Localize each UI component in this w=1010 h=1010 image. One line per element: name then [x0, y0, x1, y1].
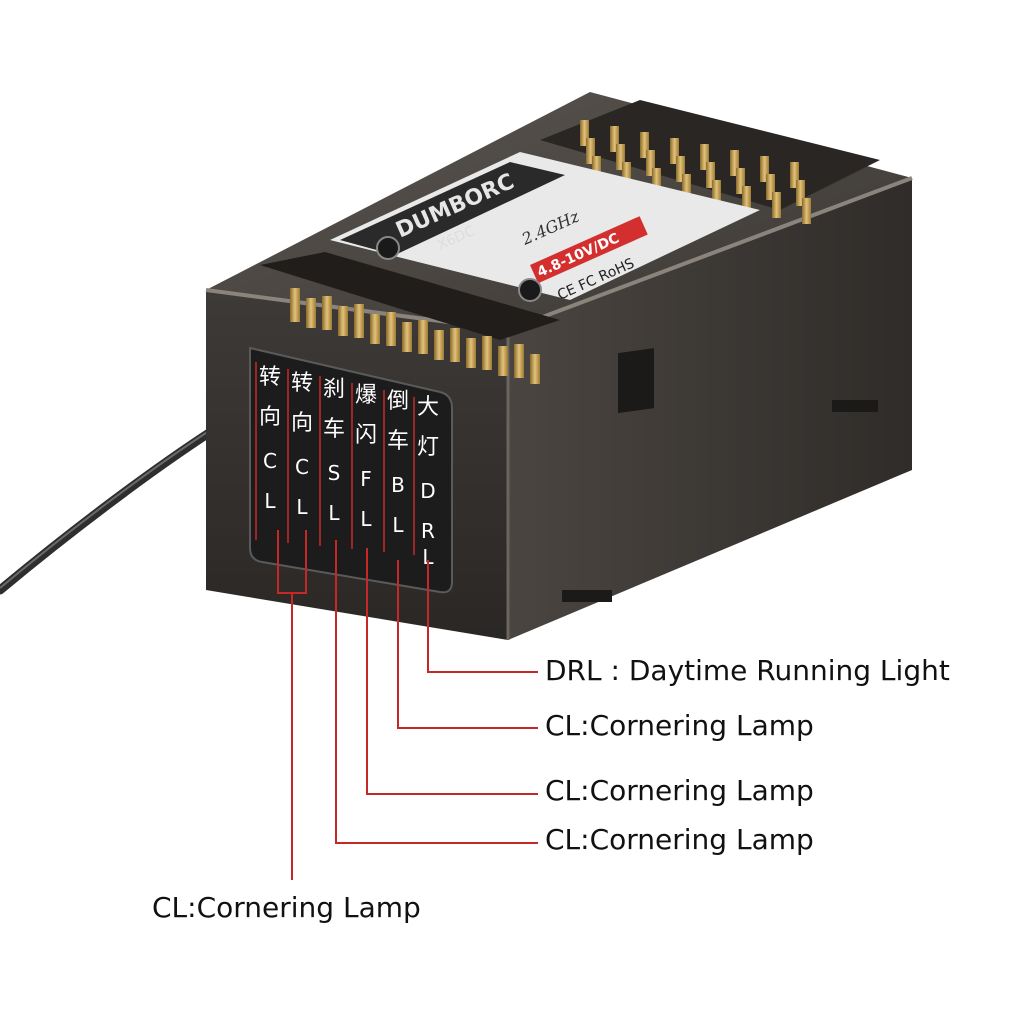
channel-label-2-cn1: 转: [291, 371, 313, 396]
header-pin: [418, 320, 428, 354]
side-slot: [832, 400, 878, 412]
channel-label-1-code2: L: [264, 489, 276, 513]
header-pin: [676, 156, 685, 182]
header-pin: [742, 186, 751, 212]
header-pin: [736, 168, 745, 194]
channel-label-2-code2: L: [296, 495, 308, 519]
channel-label-6-cn2: 灯: [417, 435, 439, 460]
leader-line: [397, 560, 538, 729]
header-pin: [450, 328, 460, 362]
header-pin: [670, 138, 679, 164]
header-pin: [466, 338, 476, 368]
front-pin-header: [260, 252, 560, 340]
header-pin: [592, 156, 601, 182]
channel-label-3-code1: S: [328, 461, 341, 485]
header-pin: [622, 162, 631, 188]
header-pin: [354, 304, 364, 338]
header-pin: [712, 180, 721, 206]
header-pin: [338, 306, 348, 336]
callout-cl-reverse: CL:Cornering Lamp: [545, 709, 814, 742]
channel-label-1-cn2: 向: [259, 405, 281, 430]
channel-label-3-cn1: 刹: [323, 377, 345, 402]
screw-icon: [518, 278, 542, 302]
leader-line: [366, 548, 538, 795]
callout-drl: DRL : Daytime Running Light: [545, 654, 950, 687]
callout-cl-turn: CL:Cornering Lamp: [152, 891, 421, 924]
header-pin: [514, 344, 524, 378]
header-pin: [766, 174, 775, 200]
channel-label-5-code2: L: [392, 513, 404, 537]
channel-label-3-code2: L: [328, 501, 340, 525]
channel-label-6-code2: R: [421, 519, 435, 543]
channel-label-2-cn2: 向: [291, 411, 313, 436]
side-latch: [618, 348, 654, 414]
header-pin: [306, 298, 316, 328]
header-pin: [610, 126, 619, 152]
channel-label-5-cn2: 车: [387, 429, 409, 454]
header-pin: [586, 138, 595, 164]
channel-label-6-code3: L: [422, 545, 434, 569]
callout-cl-brake: CL:Cornering Lamp: [545, 823, 814, 856]
header-pin: [434, 330, 444, 360]
leader-lines: [277, 530, 538, 880]
header-pin: [790, 162, 799, 188]
header-pin: [706, 162, 715, 188]
header-pin: [482, 336, 492, 370]
header-pin: [652, 168, 661, 194]
header-pin: [580, 120, 589, 146]
header-pin: [616, 144, 625, 170]
header-pin: [322, 296, 332, 330]
channel-label-6-cn1: 大: [417, 395, 439, 420]
header-pin: [646, 150, 655, 176]
header-pin: [530, 354, 540, 384]
header-pin: [402, 322, 412, 352]
leader-line: [427, 560, 538, 673]
header-pin: [370, 314, 380, 344]
channel-label-panel: [249, 346, 453, 594]
channel-label-4-cn2: 闪: [355, 423, 377, 448]
channel-label-5-code1: B: [391, 473, 405, 497]
channel-label-5-cn1: 倒: [387, 389, 409, 414]
channel-label-2-code1: C: [295, 455, 309, 479]
channel-label-6-code1: D: [420, 479, 435, 503]
header-pin: [730, 150, 739, 176]
side-slot: [562, 590, 612, 602]
header-pin: [682, 174, 691, 200]
header-pin: [802, 198, 811, 224]
antenna-wire: [0, 417, 231, 595]
header-pin: [760, 156, 769, 182]
channel-label-1-cn1: 转: [259, 365, 281, 390]
header-pin: [796, 180, 805, 206]
channel-label-4-code2: L: [360, 507, 372, 531]
header-pin: [640, 132, 649, 158]
callout-cl-flash: CL:Cornering Lamp: [545, 774, 814, 807]
header-pin: [700, 144, 709, 170]
header-pin: [772, 192, 781, 218]
channel-label-3-cn2: 车: [323, 417, 345, 442]
screw-icon: [376, 236, 400, 260]
channel-label-4-cn1: 爆: [355, 383, 377, 408]
header-pin: [386, 312, 396, 346]
header-pin: [498, 346, 508, 376]
channel-label-4-code1: F: [360, 467, 372, 491]
leader-line: [335, 540, 538, 844]
header-pin: [290, 288, 300, 322]
channel-label-1-code1: C: [263, 449, 277, 473]
